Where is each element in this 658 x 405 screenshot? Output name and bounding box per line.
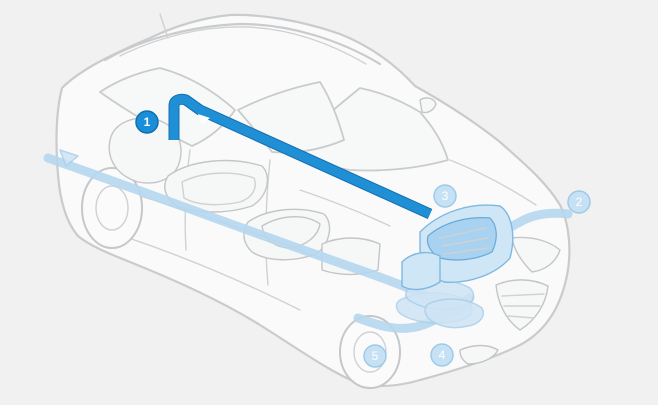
roof-line	[103, 22, 382, 66]
stack-ridge-3	[443, 247, 489, 255]
stack-front-block	[401, 251, 441, 291]
marker-2-circle[interactable]	[567, 190, 591, 214]
antenna	[159, 13, 169, 39]
marker-4[interactable]: 4	[430, 343, 454, 367]
marker-4-label: 4	[439, 348, 446, 362]
rear-wheel-hub	[95, 185, 129, 231]
hydrogen-flow-arrow	[198, 114, 210, 124]
marker-2[interactable]: 2	[567, 190, 591, 214]
marker-1-label: 1	[144, 115, 151, 129]
roof-rail	[119, 26, 367, 65]
marker-3-circle[interactable]	[433, 184, 457, 208]
fuel-cell-stack	[401, 204, 514, 291]
grille-slat-3	[507, 315, 535, 319]
marker-5-label: 5	[372, 349, 379, 363]
hood-line	[449, 159, 537, 206]
marker-1-circle[interactable]	[135, 110, 159, 134]
door-sill	[119, 234, 301, 311]
marker-3-label: 3	[442, 189, 449, 203]
marker-1[interactable]: 1	[135, 110, 159, 134]
marker-5-circle[interactable]	[363, 344, 387, 368]
hydrogen-flow	[168, 93, 433, 220]
fog-light	[459, 344, 499, 365]
cooling-loop-3	[424, 298, 484, 329]
grille	[495, 279, 549, 331]
hydrogen-tank	[108, 117, 182, 184]
hydrogen-line	[169, 94, 432, 219]
marker-3[interactable]: 3	[433, 184, 457, 208]
lower-flow-arrow	[59, 149, 79, 167]
marker-5[interactable]: 5	[363, 344, 387, 368]
stack-ridge-2	[441, 237, 489, 247]
side-mirror	[419, 97, 437, 114]
windshield	[287, 87, 449, 172]
marker-4-circle[interactable]	[430, 343, 454, 367]
power-cable	[299, 189, 391, 227]
stack-ridge-1	[439, 227, 487, 239]
headlight	[511, 236, 561, 273]
rear-seat-inner	[181, 172, 256, 206]
marker-2-label: 2	[576, 195, 583, 209]
grille-slat-1	[501, 293, 545, 297]
